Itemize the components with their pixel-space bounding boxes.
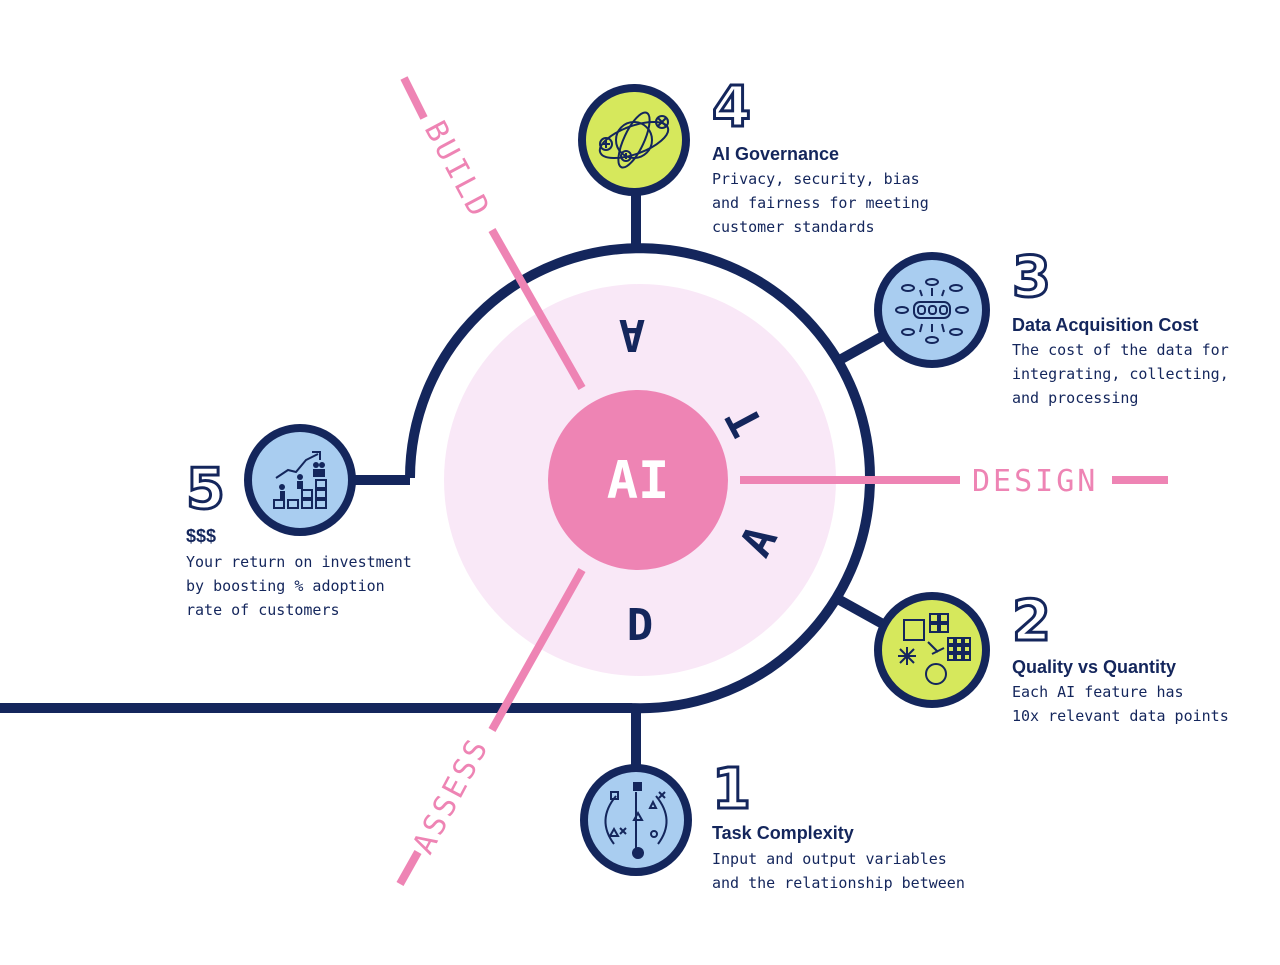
shapes-grid-icon (874, 592, 990, 708)
factor-3-line-3: and processing (1012, 389, 1139, 407)
ring-letter-a2: A (619, 309, 646, 360)
flow-diagram-icon (580, 764, 692, 876)
factor-1-description: Input and output variables and the relat… (712, 847, 965, 895)
factor-1-number: 1 (711, 757, 753, 822)
factor-3-number: 3 (1011, 245, 1053, 310)
globe-orbit-icon (578, 84, 690, 196)
factor-1-line-2: and the relationship between (712, 874, 965, 892)
factor-4-description: Privacy, security, bias and fairness for… (712, 167, 929, 239)
factor-4-line-1: Privacy, security, bias (712, 170, 920, 188)
factor-5-number: 5 (185, 457, 227, 522)
factor-1-title: Task Complexity (712, 823, 854, 843)
factor-5-line-3: rate of customers (186, 601, 340, 619)
factor-5-title: $$$ (186, 526, 217, 546)
factor-2-title: Quality vs Quantity (1012, 657, 1177, 677)
data-pipeline-icon (874, 252, 990, 368)
factor-2-number: 2 (1011, 589, 1053, 654)
assess-line-end (396, 850, 422, 886)
assess-line (488, 568, 586, 732)
ai-core-label: AI (607, 451, 670, 511)
factor-4-title: AI Governance (712, 144, 840, 164)
factor-3-line-1: The cost of the data for (1012, 341, 1229, 359)
factor-2-description: Each AI feature has 10x relevant data po… (1012, 680, 1229, 728)
ai-core (548, 390, 728, 570)
factor-3-title: Data Acquisition Cost (1012, 315, 1199, 335)
factor-4-line-3: customer standards (712, 218, 875, 236)
factor-5-line-2: by boosting % adoption (186, 577, 385, 595)
outer-ring (405, 243, 875, 714)
factor-5-line-1: Your return on investment (186, 553, 412, 571)
phase-build-label: BUILD (417, 115, 497, 224)
build-line (488, 228, 586, 390)
ring-letter-d: D (627, 600, 654, 651)
factor-4-line-2: and fairness for meeting (712, 194, 929, 212)
phase-design-label: DESIGN (972, 464, 1098, 499)
factor-3-description: The cost of the data for integrating, co… (1012, 338, 1229, 410)
build-line-top (400, 76, 428, 120)
factor-4-number: 4 (711, 75, 753, 140)
factor-3-line-2: integrating, collecting, (1012, 365, 1229, 383)
factor-1-line-1: Input and output variables (712, 850, 947, 868)
factor-2-line-1: Each AI feature has (1012, 683, 1184, 701)
phase-assess-label: ASSESS (406, 732, 496, 860)
factor-2-line-2: 10x relevant data points (1012, 707, 1229, 725)
factor-5-description: Your return on investment by boosting % … (186, 550, 412, 622)
growth-chart-icon (244, 424, 356, 536)
